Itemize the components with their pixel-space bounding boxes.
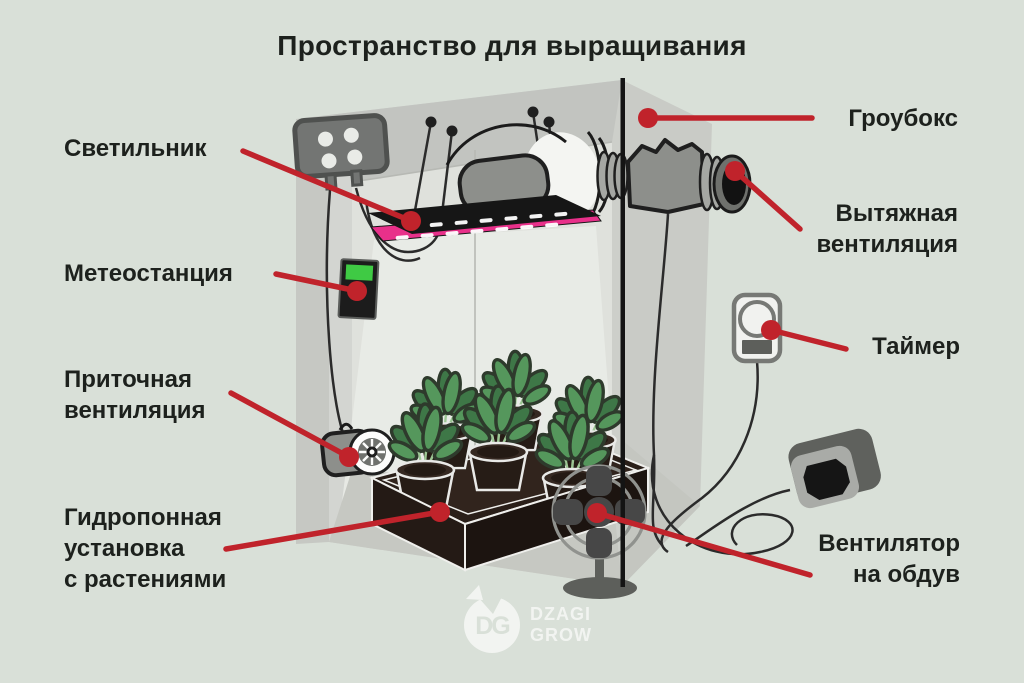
logo-leaf-icon (466, 585, 483, 600)
label-exhaust-vent: Вытяжная вентиляция (816, 200, 958, 258)
exhaust-fan-device (626, 138, 752, 546)
label-timer: Таймер (872, 333, 960, 360)
logo-name-bottom: GROW (530, 625, 592, 645)
label-intake-vent: Приточная вентиляция (64, 366, 206, 424)
label-lamp: Светильник (64, 135, 207, 162)
timer-device (660, 292, 783, 554)
logo-monogram: DG (475, 612, 509, 640)
label-weather-station: Метеостанция (64, 260, 233, 287)
tent-edge-line (620, 78, 625, 587)
callout-connectors (223, 108, 849, 578)
label-hydroponics: Гидропонная установка с растениями (64, 504, 227, 593)
logo-name-top: DZAGI (530, 604, 591, 624)
dzagi-grow-logo: DG DZAGI GROW (464, 585, 592, 653)
page-title: Пространство для выращивания (277, 30, 747, 61)
label-blow-fan: Вентилятор на обдув (818, 530, 960, 588)
label-growbox: Гроубокс (848, 105, 958, 132)
led-panel (368, 195, 602, 242)
controller-box-device (788, 428, 881, 509)
ballast-box (292, 113, 390, 191)
